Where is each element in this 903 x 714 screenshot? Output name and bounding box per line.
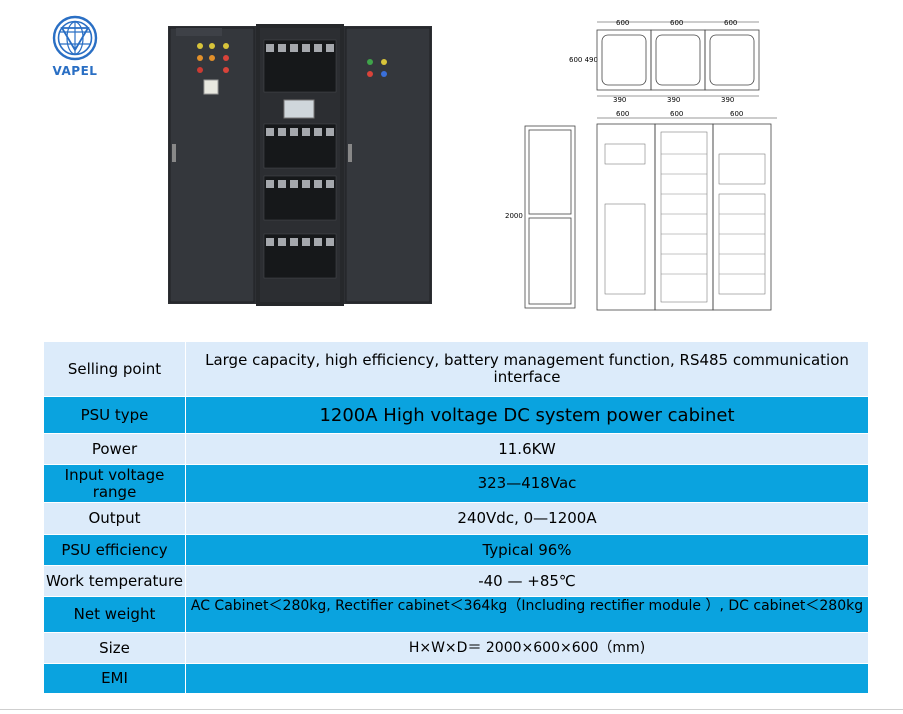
spec-value-psu-type: 1200A High voltage DC system power cabin… xyxy=(185,396,869,434)
top-inner-3: 390 xyxy=(721,96,734,104)
spec-label-efficiency: PSU efficiency xyxy=(43,534,186,566)
spec-value-efficiency: Typical 96% xyxy=(185,534,869,566)
spec-value-power: 11.6KW xyxy=(185,433,869,465)
brand-name: VAPEL xyxy=(52,64,98,78)
table-row: Selling point Large capacity, high effic… xyxy=(43,341,869,397)
globe-icon xyxy=(52,15,98,61)
table-row: Net weight AC Cabinet＜280kg, Rectifier c… xyxy=(43,596,869,633)
spec-label-net-weight: Net weight xyxy=(43,596,186,633)
top-inner-2: 390 xyxy=(667,96,680,104)
spec-value-size: H×W×D＝ 2000×600×600（mm) xyxy=(185,632,869,664)
table-row: Output 240Vdc, 0—1200A xyxy=(43,502,869,535)
spec-label-output: Output xyxy=(43,502,186,535)
table-row: EMI xyxy=(43,663,869,694)
table-row: Size H×W×D＝ 2000×600×600（mm) xyxy=(43,632,869,664)
front-dim-2: 600 xyxy=(670,110,683,118)
dimension-drawing: 600 600 600 600 490 390 390 390 600 600 … xyxy=(505,14,777,314)
spec-value-emi xyxy=(185,663,869,694)
spec-value-net-weight: AC Cabinet＜280kg, Rectifier cabinet＜364k… xyxy=(185,596,869,633)
spec-value-work-temperature: -40 — +85℃ xyxy=(185,565,869,597)
spec-value-output: 240Vdc, 0—1200A xyxy=(185,502,869,535)
front-dim-1: 600 xyxy=(616,110,629,118)
top-inner-1: 390 xyxy=(613,96,626,104)
spec-table: Selling point Large capacity, high effic… xyxy=(43,341,869,694)
cabinet-photo xyxy=(168,24,432,306)
spec-label-input-voltage: Input voltage range xyxy=(43,464,186,503)
table-row: Work temperature -40 — +85℃ xyxy=(43,565,869,597)
spec-label-size: Size xyxy=(43,632,186,664)
table-row: Input voltage range 323—418Vac xyxy=(43,464,869,503)
table-row: PSU type 1200A High voltage DC system po… xyxy=(43,396,869,434)
spec-value-selling-point: Large capacity, high efficiency, battery… xyxy=(185,341,869,397)
spec-label-selling-point: Selling point xyxy=(43,341,186,397)
spec-label-emi: EMI xyxy=(43,663,186,694)
front-dim-3: 600 xyxy=(730,110,743,118)
brand-logo: VAPEL xyxy=(44,14,106,84)
top-dim-3: 600 xyxy=(724,19,737,27)
spec-label-power: Power xyxy=(43,433,186,465)
table-row: PSU efficiency Typical 96% xyxy=(43,534,869,566)
spec-label-psu-type: PSU type xyxy=(43,396,186,434)
spec-value-input-voltage: 323—418Vac xyxy=(185,464,869,503)
table-row: Power 11.6KW xyxy=(43,433,869,465)
top-dim-1: 600 xyxy=(616,19,629,27)
top-side-dim: 600 490 xyxy=(569,56,598,64)
spec-label-work-temperature: Work temperature xyxy=(43,565,186,597)
top-dim-2: 600 xyxy=(670,19,683,27)
side-height-dim: 2000 xyxy=(505,212,523,220)
divider xyxy=(0,709,903,710)
